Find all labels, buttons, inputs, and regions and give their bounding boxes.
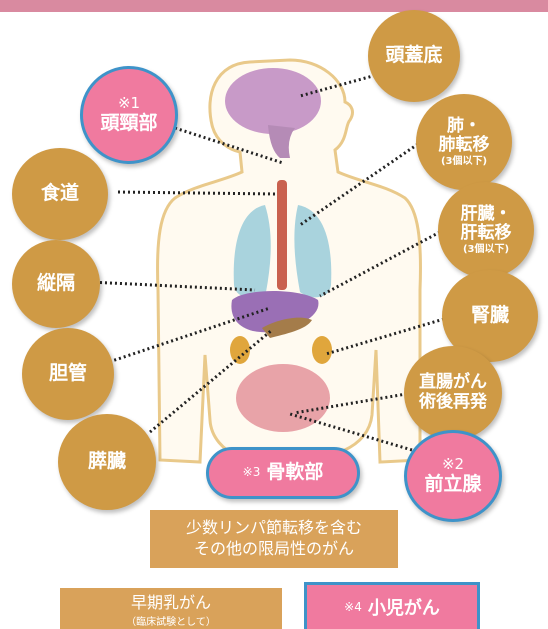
bubble-pancreas: 膵臓: [58, 414, 156, 510]
label-lung-note: (3個以下): [440, 155, 488, 167]
label-kidney: 腎臓: [470, 304, 509, 327]
label-liver-1: 肝臓・: [460, 203, 512, 224]
label-other-1: 少数リンパ節転移を含む: [185, 518, 362, 538]
left-kidney: [230, 336, 250, 364]
brain: [225, 68, 321, 134]
bubble-bile-duct: 胆管: [22, 328, 114, 420]
mark-3: ※3: [242, 465, 261, 480]
box-early-breast-cancer: 早期乳がん （臨床試験として）: [60, 588, 282, 629]
label-bile-duct: 胆管: [48, 362, 87, 385]
label-mediastinum: 縦隔: [36, 272, 75, 295]
box-other-localized-cancer: 少数リンパ節転移を含む その他の限局性のがん: [150, 510, 398, 568]
label-head-neck: 頭頸部: [100, 111, 158, 134]
label-breast-note: （臨床試験として）: [126, 617, 216, 628]
left-lung: [233, 205, 271, 298]
pill-bone-soft-tissue: ※3 骨軟部: [206, 447, 360, 499]
box-pediatric-cancer: ※4 小児がん: [304, 582, 480, 629]
label-liver-note: (3個以下): [462, 243, 510, 255]
label-lung-2: 肺転移: [438, 135, 490, 156]
label-lung-1: 肺・: [447, 115, 481, 136]
right-kidney: [312, 336, 332, 364]
bubble-lung: 肺・ 肺転移 (3個以下): [416, 94, 512, 190]
mark-4: ※4: [344, 600, 362, 614]
bubble-rectum: 直腸がん 術後再発: [404, 346, 502, 440]
label-prostate: 前立腺: [424, 472, 482, 495]
mark-1: ※1: [117, 94, 141, 113]
bubble-skull-base: 頭蓋底: [368, 10, 460, 102]
leader-lines: [89, 72, 445, 452]
label-rectum-2: 術後再発: [419, 392, 487, 412]
esophagus: [277, 180, 287, 290]
label-skull-base: 頭蓋底: [385, 44, 443, 67]
label-pediatric: 小児がん: [367, 598, 440, 619]
right-lung: [294, 205, 332, 298]
label-rectum-1: 直腸がん: [419, 372, 487, 393]
bubble-mediastinum: 縦隔: [12, 240, 100, 328]
bubble-prostate: ※2 前立腺: [404, 430, 502, 522]
pelvic-organ: [236, 364, 330, 432]
top-accent-bar: [0, 0, 548, 12]
mark-2: ※2: [441, 455, 465, 474]
label-bone-soft-tissue: 骨軟部: [266, 461, 324, 484]
brain-stem: [268, 125, 295, 158]
label-breast: 早期乳がん: [130, 593, 211, 612]
label-other-2: その他の限局性のがん: [193, 539, 354, 558]
label-liver-2: 肝転移: [460, 223, 512, 244]
label-pancreas: 膵臓: [87, 450, 126, 473]
pancreas: [262, 317, 312, 338]
bubble-liver: 肝臓・ 肝転移 (3個以下): [438, 182, 534, 278]
bubble-esophagus: 食道: [12, 148, 108, 240]
bubble-head-neck: ※1 頭頸部: [80, 66, 178, 164]
label-esophagus: 食道: [40, 182, 79, 205]
